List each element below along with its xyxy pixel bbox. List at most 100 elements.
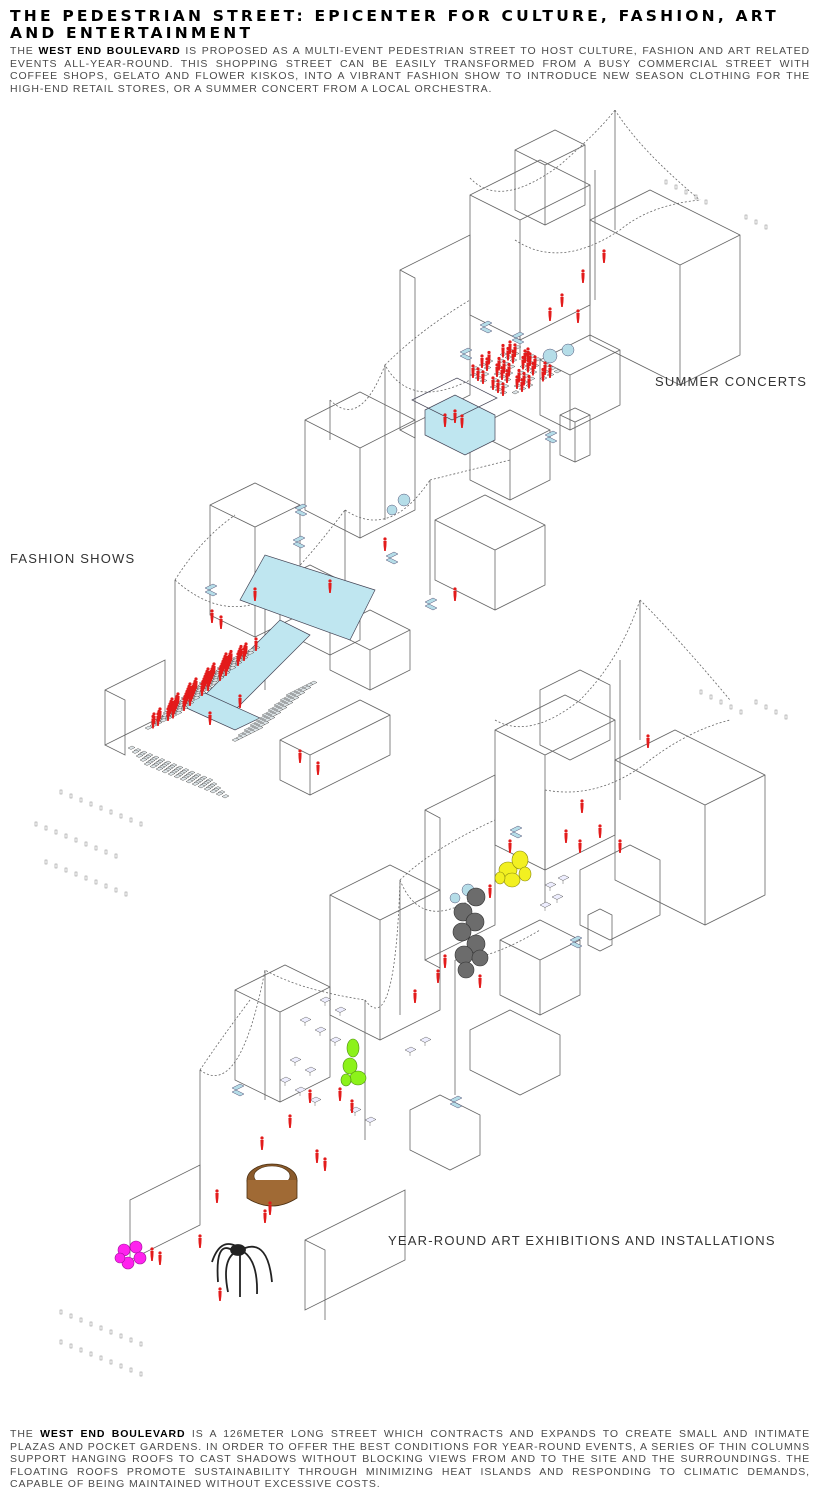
tree-marker [109, 1359, 113, 1365]
tree-marker [104, 849, 108, 855]
cafe-table [334, 1006, 347, 1017]
pedestrian [158, 1251, 162, 1265]
tree-marker [99, 805, 103, 811]
cafe-table [404, 1046, 417, 1057]
cafe-tables [279, 874, 570, 1127]
concert-chair [511, 390, 520, 395]
outro-body: IS A 126METER LONG STREET WHICH CONTRACT… [10, 1428, 810, 1490]
tree-marker [114, 887, 118, 893]
tree-marker [739, 709, 743, 715]
tree-marker [99, 1325, 103, 1331]
tree-marker [99, 1355, 103, 1361]
tree-marker [674, 184, 678, 190]
kiosks-upper [204, 320, 575, 611]
pedestrian [564, 829, 568, 843]
tree-marker [89, 1351, 93, 1357]
pedestrian [315, 1149, 319, 1163]
pedestrian [581, 269, 585, 283]
pedestrian [602, 249, 606, 263]
pedestrian [338, 1087, 342, 1101]
cafe-table [289, 1056, 302, 1067]
tree-marker [699, 689, 703, 695]
pedestrian [288, 1114, 292, 1128]
cafe-table [539, 901, 552, 912]
tree-marker [729, 704, 733, 710]
pedestrian [150, 1247, 154, 1261]
tree-marker [709, 694, 713, 700]
tree-marker [784, 714, 788, 720]
lower-street-block [129, 600, 766, 1320]
intro-street-name: WEST END BOULEVARD [38, 45, 181, 57]
tree-marker [89, 801, 93, 807]
tree-marker [684, 189, 688, 195]
pedestrian [218, 1287, 222, 1301]
cafe-table [319, 996, 332, 1007]
pedestrian [560, 293, 564, 307]
page-title: THE PEDESTRIAN STREET: EPICENTER FOR CUL… [10, 7, 779, 42]
tree-marker [69, 1343, 73, 1349]
pedestrian [316, 761, 320, 775]
cafe-table [279, 1076, 292, 1087]
tree-marker [119, 1363, 123, 1369]
pedestrian [598, 824, 602, 838]
outro-paragraph: THE WEST END BOULEVARD IS A 126METER LON… [10, 1428, 810, 1491]
fashion-chair [221, 794, 230, 799]
tree-marker [69, 793, 73, 799]
brown-ribbon-sculpture [246, 1163, 298, 1207]
tree-marker [104, 883, 108, 889]
cafe-table [551, 893, 564, 904]
pedestrian [323, 1157, 327, 1171]
tree-marker [74, 871, 78, 877]
cafe-table [364, 1116, 377, 1127]
grey-balloon-sculpture [452, 887, 489, 979]
pedestrian [268, 1201, 272, 1215]
hanging-roofs-upper [174, 110, 701, 608]
axonometric-street-drawing [34, 110, 788, 1377]
tree-marker [94, 845, 98, 851]
hanging-roofs-lower [199, 599, 731, 1076]
pedestrian [198, 1234, 202, 1248]
people-upper [208, 249, 606, 775]
fashion-chair [127, 745, 136, 750]
pedestrian [210, 609, 214, 623]
cafe-table [294, 1086, 307, 1097]
outro-street-name: WEST END BOULEVARD [40, 1428, 186, 1440]
pedestrian [436, 969, 440, 983]
tree-marker [44, 825, 48, 831]
pedestrian [443, 954, 447, 968]
upper-street-block [104, 110, 741, 796]
fashion-runway [179, 554, 376, 731]
tree-marker [129, 1367, 133, 1373]
tree-marker [109, 809, 113, 815]
tree-marker [764, 704, 768, 710]
tree-marker [764, 224, 768, 230]
tree-marker [54, 863, 58, 869]
tree-marker [139, 1341, 143, 1347]
tree-marker [64, 833, 68, 839]
green-balloon-sculpture [340, 1038, 367, 1087]
cafe-table [557, 874, 570, 885]
pedestrian [580, 799, 584, 813]
pedestrian [260, 1136, 264, 1150]
pedestrian [548, 307, 552, 321]
pedestrian [215, 1189, 219, 1203]
cafe-table [419, 1036, 432, 1047]
tree-marker [109, 1329, 113, 1335]
concert-seating [469, 340, 562, 396]
tree-marker [694, 194, 698, 200]
cafe-table [329, 1036, 342, 1047]
pedestrian [508, 839, 512, 853]
tree-marker [89, 1321, 93, 1327]
tree-marker [119, 813, 123, 819]
tree-marker [774, 709, 778, 715]
pedestrian [308, 1089, 312, 1103]
pedestrian [208, 711, 212, 725]
pedestrian [383, 537, 387, 551]
kiosks-lower [231, 825, 583, 1109]
tree-marker [74, 837, 78, 843]
tree-marker [84, 875, 88, 881]
tree-marker [59, 1339, 63, 1345]
tree-marker [129, 1337, 133, 1343]
concert-stage [411, 377, 498, 456]
tree-marker [754, 219, 758, 225]
